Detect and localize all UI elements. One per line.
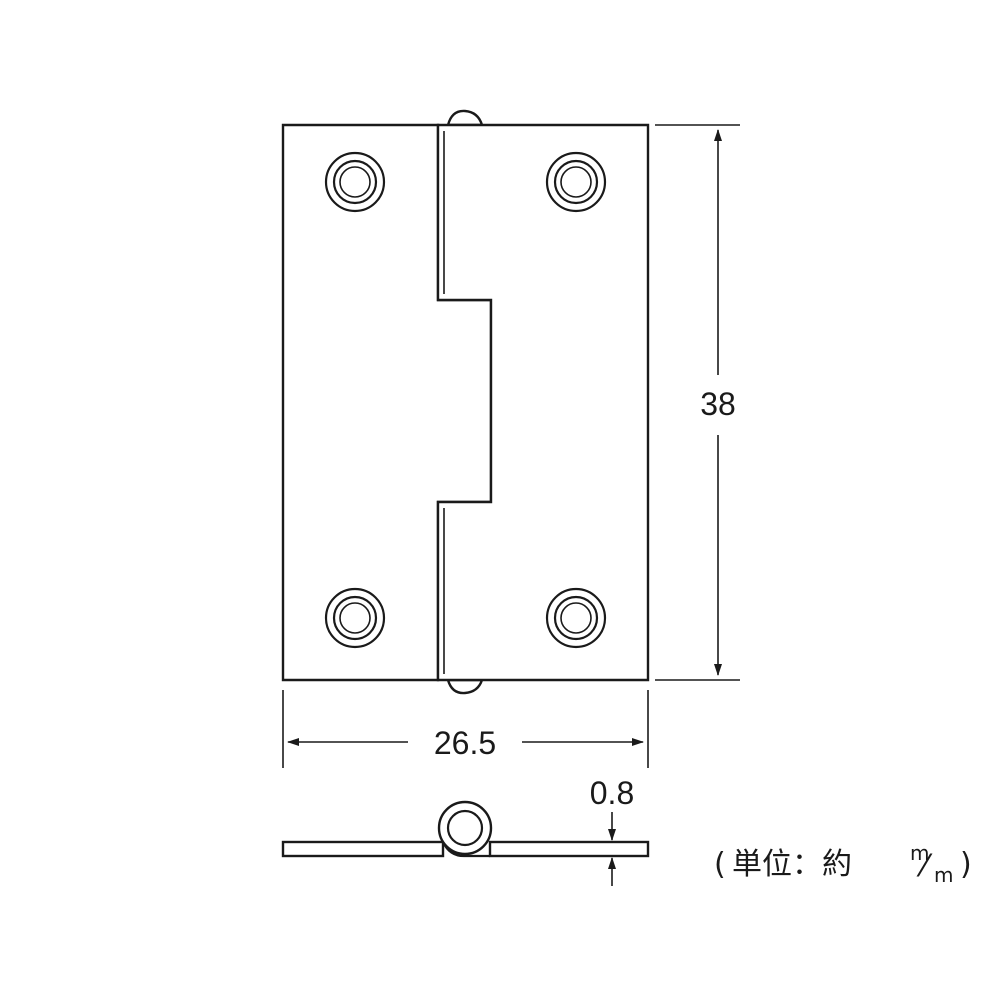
bottom-knuckle [446,678,484,695]
height-dimension: 38 [655,124,740,681]
right-hinge-leaf [436,123,650,682]
thickness-dimension: 0.8 [590,775,634,886]
thickness-value: 0.8 [590,775,634,811]
unit-note: ( 単位：約 m ⁄ m ) [714,841,972,887]
unit-note-close-paren: ) [960,847,972,882]
screw-hole-bottom-left [324,587,386,649]
width-dimension: 26.5 [282,690,649,768]
top-knuckle [446,109,484,127]
screw-hole-top-right [545,151,607,213]
screw-hole-top-left [324,151,386,213]
screw-hole-bottom-right [545,587,607,649]
side-view [281,800,650,858]
unit-note-open-paren: ( [714,847,726,882]
width-value: 26.5 [434,725,496,761]
unit-denominator: m [934,863,953,887]
unit-numerator: m [910,841,929,865]
height-value: 38 [700,386,736,422]
unit-note-label: 単位：約 [732,847,852,882]
